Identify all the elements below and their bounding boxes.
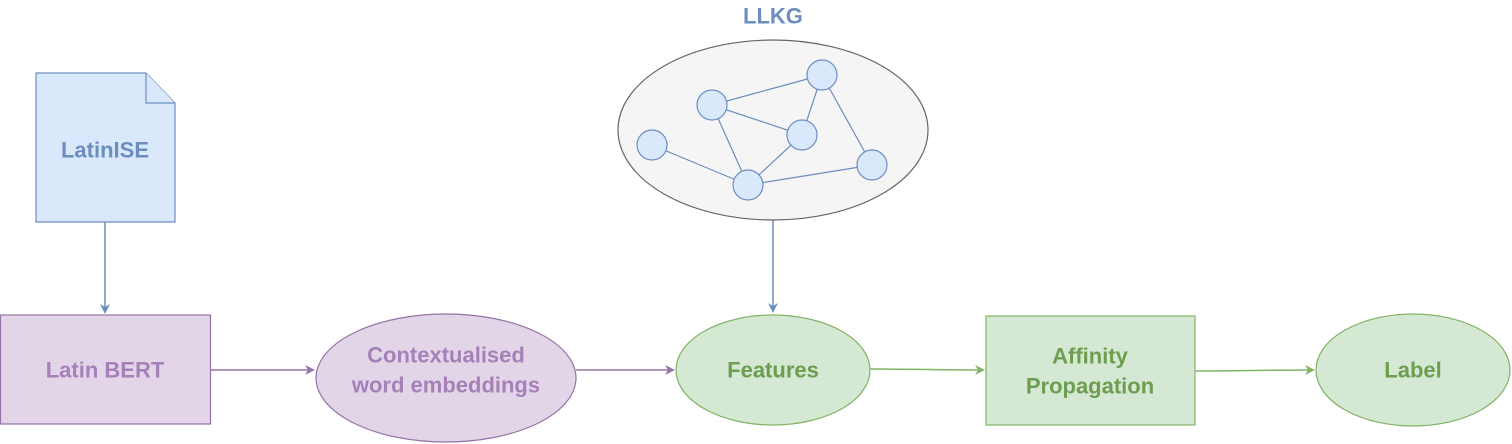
latinise-label: LatinISE [61, 138, 149, 163]
features-ellipse [675, 314, 871, 426]
graph-node [786, 119, 818, 151]
affinity-propagation-box [985, 315, 1196, 426]
features-node: Features [675, 314, 871, 426]
embeddings-ellipse [315, 313, 577, 443]
graph-edge [711, 104, 803, 136]
latinise-document-shape [35, 72, 176, 223]
label-node-label: Label [1384, 358, 1441, 383]
features-label: Features [727, 358, 819, 383]
affinity-label-line2: Propagation [1026, 374, 1154, 399]
graph-node [636, 129, 668, 161]
graph-edge [711, 74, 823, 106]
graph-node [856, 149, 888, 181]
edge-affinity-to-label [1194, 365, 1315, 376]
latinise-document-fold [145, 73, 175, 104]
embeddings-label-line2: word embeddings [351, 373, 540, 398]
latin-bert-box [0, 314, 212, 425]
llkg-ellipse [617, 39, 929, 221]
graph-node [732, 169, 764, 201]
affinity-propagation-node: Affinity Propagation [985, 315, 1196, 426]
graph-node [696, 89, 728, 121]
latin-bert-node: Latin BERT [0, 314, 212, 425]
embeddings-label-line1: Contextualised [367, 343, 525, 368]
llkg-title: LLKG [743, 4, 803, 29]
embeddings-node: Contextualised word embeddings [315, 313, 577, 443]
graph-edge [821, 74, 873, 166]
latin-bert-label: Latin BERT [46, 358, 165, 383]
graph-node [806, 59, 838, 91]
llkg-graph-nodes [636, 59, 888, 201]
graph-edge [651, 144, 749, 186]
latinise-document: LatinISE [35, 72, 176, 223]
affinity-label-line1: Affinity [1052, 344, 1129, 369]
llkg-graph [617, 39, 929, 221]
label-node: Label [1315, 313, 1511, 427]
graph-edge [747, 164, 873, 186]
label-ellipse [1315, 313, 1511, 427]
edge-features-to-affinity [869, 364, 985, 375]
